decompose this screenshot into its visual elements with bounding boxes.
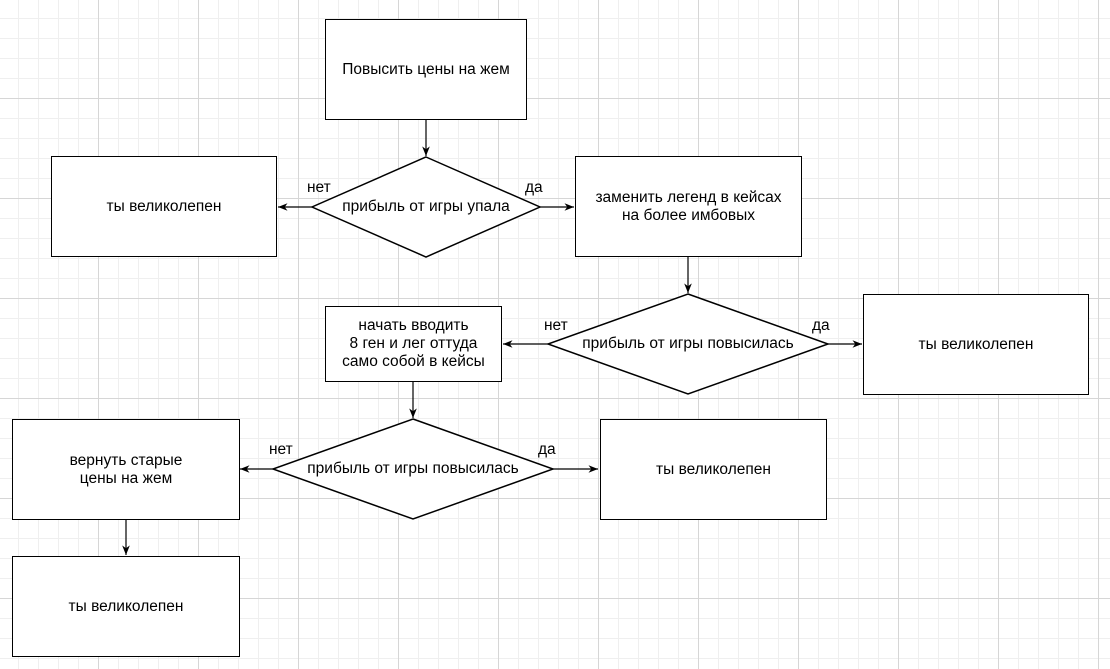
decision-2-label: прибыль от игры повысилась	[582, 335, 794, 352]
decision-2-shape[interactable]	[545, 293, 831, 395]
decision-1-no-label: нет	[307, 179, 331, 196]
start-adding-box[interactable]: начать вводить 8 ген и лег оттуда само с…	[325, 306, 502, 382]
decision-1-yes-label: да	[525, 179, 543, 196]
decision-2-yes-label: да	[812, 317, 830, 334]
great-box-2-label: ты великолепен	[918, 335, 1034, 353]
decision-1-label: прибыль от игры упала	[342, 198, 510, 215]
decision-3-shape[interactable]	[270, 418, 556, 520]
great-box-4-label: ты великолепен	[68, 597, 184, 615]
replace-legends-label: заменить легенд в кейсах на более имбовы…	[595, 189, 782, 224]
return-prices-label: вернуть старые цены на жем	[69, 451, 183, 487]
great-box-1[interactable]: ты великолепен	[51, 156, 277, 257]
decision-2-no-label: нет	[544, 317, 568, 334]
great-box-1-label: ты великолепен	[106, 197, 222, 215]
raise-prices-label: Повысить цены на жем	[342, 60, 510, 78]
raise-prices-box[interactable]: Повысить цены на жем	[325, 19, 527, 120]
decision-1-shape[interactable]	[310, 156, 542, 258]
great-box-4[interactable]: ты великолепен	[12, 556, 240, 657]
decision-3-no-label: нет	[269, 441, 293, 458]
decision-3-yes-label: да	[538, 441, 556, 458]
great-box-2[interactable]: ты великолепен	[863, 294, 1089, 395]
great-box-3[interactable]: ты великолепен	[600, 419, 827, 520]
replace-legends-box[interactable]: заменить легенд в кейсах на более имбовы…	[575, 156, 802, 257]
decision-3-label: прибыль от игры повысилась	[307, 460, 519, 477]
return-prices-box[interactable]: вернуть старые цены на жем	[12, 419, 240, 520]
great-box-3-label: ты великолепен	[656, 460, 771, 478]
start-adding-label: начать вводить 8 ген и лег оттуда само с…	[342, 317, 485, 370]
